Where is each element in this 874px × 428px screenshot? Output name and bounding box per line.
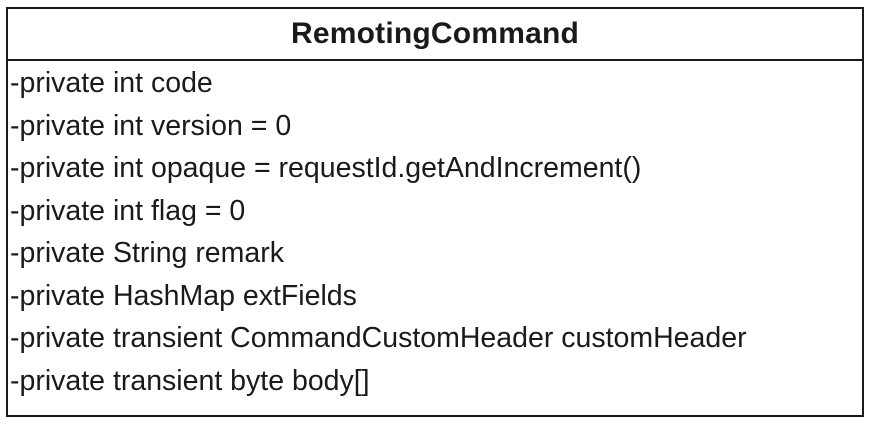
- attribute-code: -private int code: [10, 67, 213, 99]
- attribute-custom-header: -private transient CommandCustomHeader c…: [10, 322, 747, 354]
- class-name: RemotingCommand: [8, 9, 862, 61]
- attribute-body: -private transient byte body[]: [10, 364, 370, 397]
- attribute-list: -private int code -private int version =…: [8, 62, 862, 402]
- attribute-remark: -private String remark: [10, 237, 284, 269]
- attribute-flag: -private int flag = 0: [10, 194, 246, 227]
- uml-class-box: RemotingCommand -private int code -priva…: [6, 7, 864, 417]
- attribute-opaque: -private int opaque = requestId.getAndIn…: [10, 152, 642, 184]
- attribute-version: -private int version = 0: [10, 109, 292, 142]
- attribute-ext-fields: -private HashMap extFields: [10, 279, 357, 312]
